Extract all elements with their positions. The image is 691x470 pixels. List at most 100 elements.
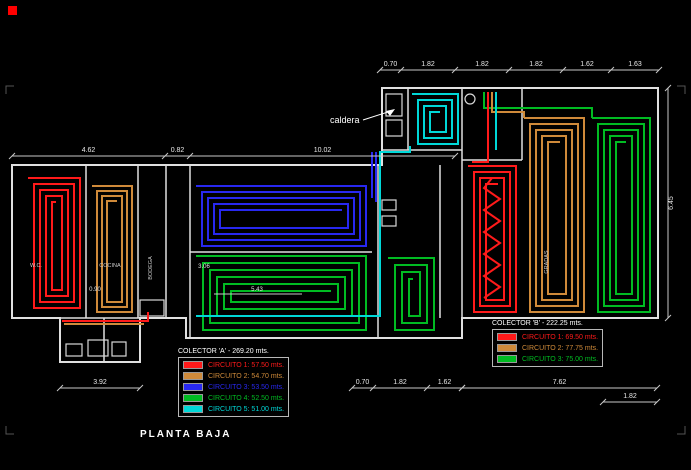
dim-tick	[136, 384, 144, 392]
legend-row-label: CIRCUITO 2: 77.75 mts.	[522, 344, 599, 352]
coil-b1-red	[468, 165, 517, 313]
legend-row: CIRCUITO 4: 52.50 mts.	[183, 394, 284, 402]
walls	[11, 87, 659, 363]
dimension-label: 1.82	[421, 61, 435, 68]
dim-tick	[599, 398, 607, 406]
coil-a1-red	[28, 177, 81, 309]
dim-tick	[397, 66, 405, 74]
caldera-unit	[385, 93, 403, 117]
legend-a-rows: CIRCUITO 1: 57.50 mts. CIRCUITO 2: 54.70 …	[178, 357, 290, 417]
collector-a-unit	[139, 299, 165, 317]
dim-tick	[369, 384, 377, 392]
caldera-label: caldera	[330, 115, 360, 125]
heating-coils	[28, 93, 651, 331]
legend-color-swatch	[183, 383, 203, 391]
dim-tick	[376, 66, 384, 74]
dimension-label: 1.62	[580, 61, 594, 68]
legend-row: CIRCUITO 1: 57.50 mts.	[183, 361, 284, 369]
dimension-label: 6.45	[668, 196, 675, 210]
dim-tick	[423, 384, 431, 392]
legend-color-swatch	[497, 333, 517, 341]
dim-tick	[559, 66, 567, 74]
coil-b3-green	[592, 117, 651, 313]
fixture	[381, 199, 397, 211]
run-red-supply	[62, 312, 149, 322]
legend-row-label: CIRCUITO 3: 53.50 mts.	[208, 383, 285, 391]
dimension-label: 3.92	[93, 379, 107, 386]
dim-tick	[8, 152, 16, 160]
caldera-leader-line	[362, 110, 392, 121]
dim-tick	[458, 384, 466, 392]
coil-a3-blue	[196, 185, 367, 247]
dimension-label: 0.70	[356, 379, 370, 386]
coil-b2-orange	[524, 117, 585, 313]
dim-tick	[56, 384, 64, 392]
interior-walls	[60, 88, 523, 362]
coil-a2-orange	[92, 185, 133, 313]
caldera-unit-2	[385, 119, 403, 137]
room-label: COCINA	[99, 263, 121, 269]
dimension-label: 4.62	[82, 147, 96, 154]
dimension-label: 3.06	[198, 264, 210, 270]
room-label: BODEGA	[148, 256, 154, 280]
legend-row: CIRCUITO 1: 69.50 mts.	[497, 333, 598, 341]
dim-tick	[451, 66, 459, 74]
dimension-label: 10.02	[314, 147, 332, 154]
outer-wall	[11, 87, 659, 363]
legend-row-label: CIRCUITO 5: 51.00 mts.	[208, 405, 285, 413]
manifold-b-red	[472, 92, 489, 163]
dimension-label: 1.82	[393, 379, 407, 386]
dimension-label: 5.43	[251, 287, 263, 293]
manifold-b-green	[483, 92, 593, 118]
legend-color-swatch	[183, 394, 203, 402]
legend-row: CIRCUITO 2: 54.70 mts.	[183, 372, 284, 380]
legend-row: CIRCUITO 3: 75.00 mts.	[497, 355, 598, 363]
coil-a4b-green	[388, 257, 435, 331]
fixture	[111, 341, 127, 357]
fixtures	[65, 93, 476, 357]
fixture	[381, 215, 397, 227]
legend-colector-b: COLECTOR 'B' - 222.25 mts. CIRCUITO 1: 6…	[492, 320, 604, 367]
dimension-label: 1.62	[438, 379, 452, 386]
red-marker	[8, 6, 17, 15]
dim-tick	[655, 66, 663, 74]
plan-title: PLANTA BAJA	[140, 429, 232, 440]
dimension-label: 0.82	[171, 147, 185, 154]
coil-a5-cyan	[412, 93, 459, 145]
caldera-arrowhead-icon	[386, 109, 395, 116]
fixture	[87, 339, 109, 357]
legend-color-swatch	[497, 355, 517, 363]
dim-tick	[653, 384, 661, 392]
dimension-label: 1.63	[628, 61, 642, 68]
dim-tick	[664, 314, 672, 322]
room-label: GRADAS	[544, 250, 550, 274]
pipe-connectors	[62, 92, 593, 325]
legend-color-swatch	[183, 372, 203, 380]
legend-b-rows: CIRCUITO 1: 69.50 mts. CIRCUITO 2: 77.75 …	[492, 329, 604, 367]
dim-tick	[664, 84, 672, 92]
dimension-label: 0.90	[89, 287, 101, 293]
legend-row-label: CIRCUITO 1: 69.50 mts.	[522, 333, 599, 341]
coil-b1-zigzag	[482, 177, 502, 299]
legend-b-title: COLECTOR 'B' - 222.25 mts.	[492, 320, 583, 327]
dim-tick	[348, 384, 356, 392]
legend-row: CIRCUITO 5: 51.00 mts.	[183, 405, 284, 413]
coil-a4-green	[196, 255, 367, 331]
boiler-symbol	[464, 93, 476, 105]
fixture	[65, 343, 83, 357]
legend-row-label: CIRCUITO 2: 54.70 mts.	[208, 372, 285, 380]
legend-row-label: CIRCUITO 1: 57.50 mts.	[208, 361, 285, 369]
legend-color-swatch	[183, 405, 203, 413]
dimension-label: 1.82	[623, 393, 637, 400]
legend-row: CIRCUITO 3: 53.50 mts.	[183, 383, 284, 391]
dimension-label: 7.62	[553, 379, 567, 386]
corner-marks	[5, 85, 686, 435]
dim-tick	[451, 152, 459, 160]
legend-row-label: CIRCUITO 4: 52.50 mts.	[208, 394, 285, 402]
legend-color-swatch	[183, 361, 203, 369]
manifold-b-orange	[491, 92, 525, 118]
dim-tick	[186, 152, 194, 160]
